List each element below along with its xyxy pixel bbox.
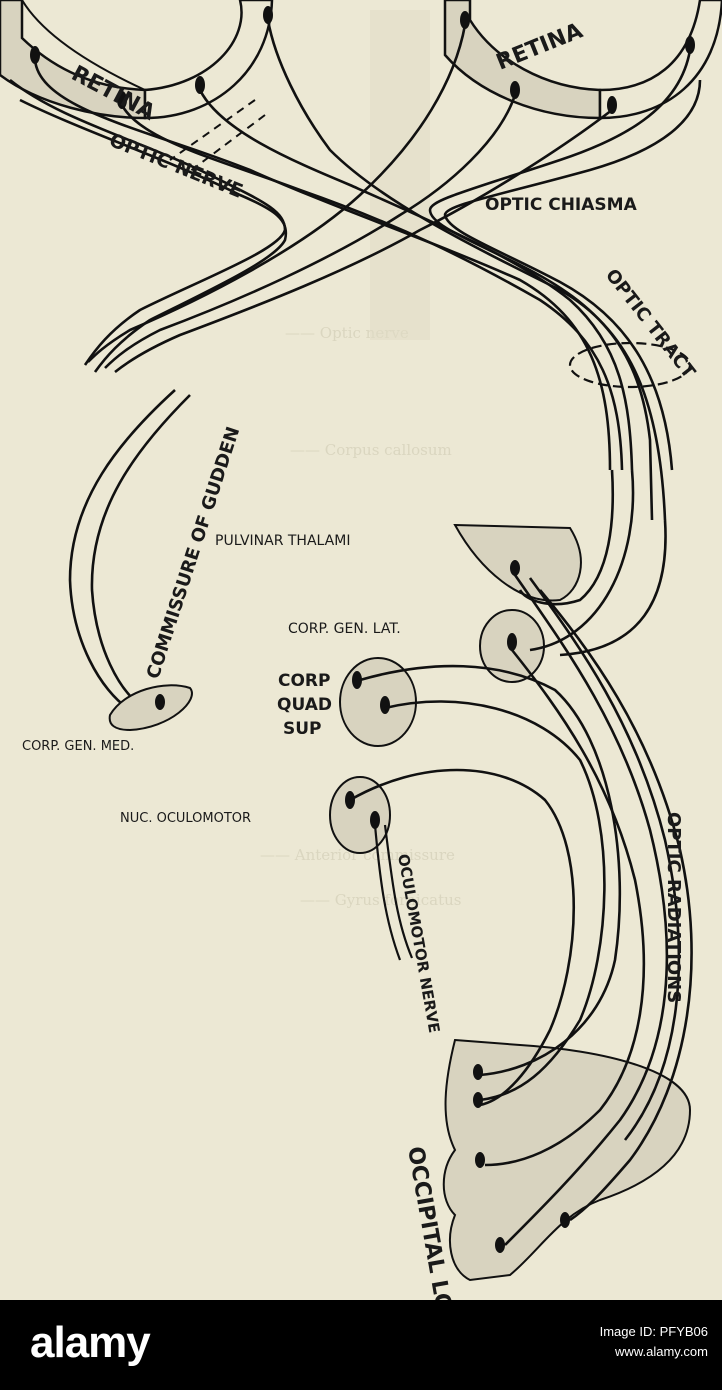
alamy-logo: alamy	[30, 1318, 151, 1367]
label-nuc-oculomotor: NUC. OCULOMOTOR	[120, 811, 251, 826]
faint-line: —— Anterior commissure	[260, 846, 455, 864]
label-optic-nerve: OPTIC NERVE	[106, 129, 246, 203]
pulvinar-nucleus	[453, 523, 582, 602]
show-through-text: —— Optic nerve —— Corpus callosum —— Ant…	[260, 10, 461, 909]
site-url-text[interactable]: www.alamy.com	[615, 1344, 708, 1359]
retina-right	[443, 0, 722, 120]
label-optic-radiations: OPTIC RADIATIONS	[663, 812, 684, 1003]
faint-line: —— Optic nerve	[285, 324, 409, 342]
label-corp-gen-lat: CORP. GEN. LAT.	[288, 621, 401, 637]
image-id-text: Image ID: PFYB06	[599, 1324, 708, 1339]
nuc-oculomotor-nucleus	[329, 776, 391, 854]
label-corp-quad-line2: QUAD	[277, 695, 332, 715]
tract-ring	[568, 341, 692, 389]
retina-cells	[30, 6, 695, 114]
diagram-canvas: —— Optic nerve —— Corpus callosum —— Ant…	[0, 0, 722, 1300]
retina-left	[0, 0, 274, 120]
optic-fibres	[9, 19, 702, 521]
optic-pathway-figure: —— Optic nerve —— Corpus callosum —— Ant…	[0, 0, 722, 1300]
optic-radiation-fibres	[349, 469, 693, 1246]
faint-line: —— Gyrus fornicatus	[300, 891, 461, 909]
dashed-fibres	[169, 99, 266, 176]
occipital-lobe-shape	[442, 1038, 692, 1282]
oculomotor-nerve-fibres	[373, 824, 414, 961]
faint-line: —— Corpus callosum	[290, 441, 452, 459]
commissure-fibres	[68, 389, 191, 712]
label-corp-quad-line1: CORP	[278, 671, 330, 691]
corp-gen-med-nucleus	[108, 684, 193, 732]
label-retina-right: RETINA	[493, 18, 586, 75]
corp-gen-lat-nucleus	[479, 609, 545, 683]
label-pulvinar-thalami: PULVINAR THALAMI	[215, 533, 350, 549]
label-commissure-of-gudden: COMMISSURE OF GUDDEN	[143, 424, 244, 681]
label-oculomotor-nerve: OCULOMOTOR NERVE	[394, 853, 443, 1035]
label-corp-gen-med: CORP. GEN. MED.	[22, 739, 134, 754]
label-optic-chiasma: OPTIC CHIASMA	[485, 195, 638, 215]
image-info: Image ID: PFYB06 www.alamy.com	[600, 1322, 708, 1362]
watermark-footer: alamy Image ID: PFYB06 www.alamy.com	[0, 1300, 722, 1390]
label-corp-quad-line3: SUP	[283, 719, 322, 739]
